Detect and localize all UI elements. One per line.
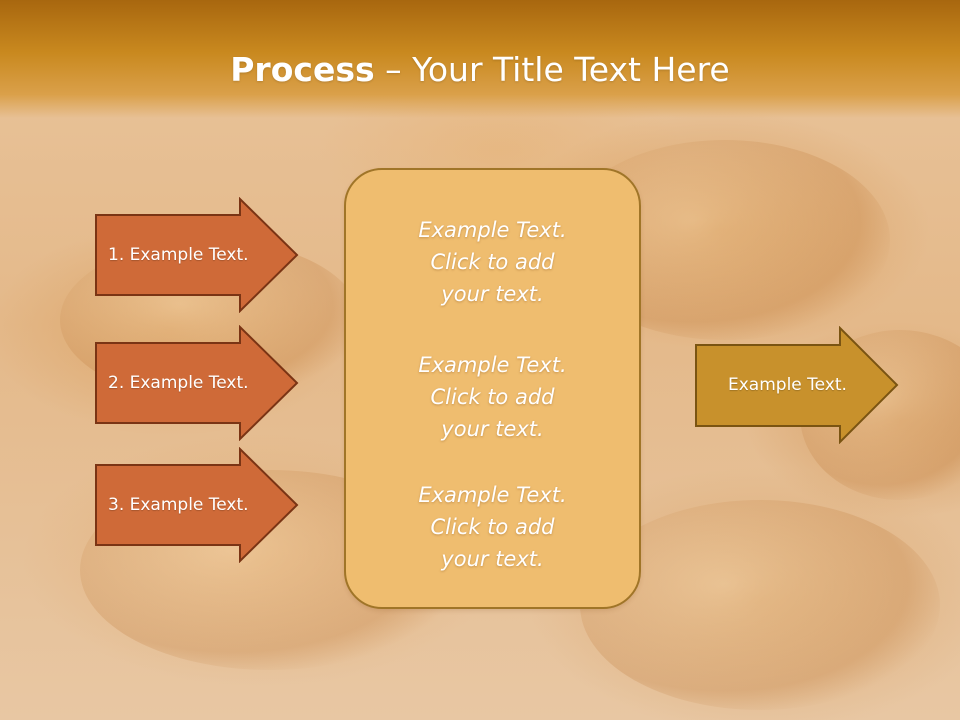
center-item-1-line3: your text. <box>441 282 544 306</box>
arrow-shape <box>95 447 299 563</box>
slide-title[interactable]: Process – Your Title Text Here <box>0 50 960 89</box>
center-item-1-line1: Example Text. <box>418 218 567 242</box>
center-item-1: Example Text. Click to add your text. <box>346 214 639 310</box>
center-item-2-line2: Click to add <box>430 385 555 409</box>
center-item-3-line2: Click to add <box>430 515 555 539</box>
title-rest: – Your Title Text Here <box>374 50 730 89</box>
left-arrow-3-label: 3. Example Text. <box>108 495 249 515</box>
left-arrow-2-label: 2. Example Text. <box>108 373 249 393</box>
center-item-3-line1: Example Text. <box>418 483 567 507</box>
arrow-shape <box>695 326 899 444</box>
center-item-1-line2: Click to add <box>430 250 555 274</box>
left-arrow-3[interactable]: 3. Example Text. <box>94 447 300 563</box>
right-arrow[interactable]: Example Text. <box>694 326 900 444</box>
center-item-2-line3: your text. <box>441 417 544 441</box>
right-arrow-label: Example Text. <box>728 375 847 395</box>
left-arrow-1[interactable]: 1. Example Text. <box>94 197 300 313</box>
title-bold: Process <box>230 50 375 89</box>
center-item-2-line1: Example Text. <box>418 353 567 377</box>
left-arrow-2[interactable]: 2. Example Text. <box>94 325 300 441</box>
title-band <box>0 0 960 118</box>
arrow-shape <box>95 197 299 313</box>
center-item-3: Example Text. Click to add your text. <box>346 479 639 575</box>
arrow-shape <box>95 325 299 441</box>
center-item-2: Example Text. Click to add your text. <box>346 349 639 445</box>
center-content-box[interactable]: Example Text. Click to add your text. Ex… <box>344 168 641 609</box>
center-item-3-line3: your text. <box>441 547 544 571</box>
left-arrow-1-label: 1. Example Text. <box>108 245 249 265</box>
